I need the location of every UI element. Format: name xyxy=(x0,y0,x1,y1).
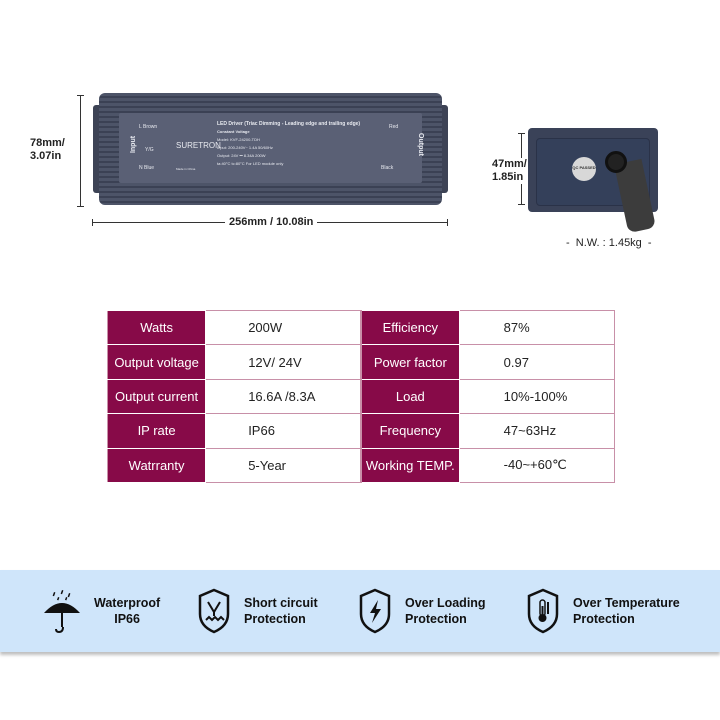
feature-line1: Short circuit xyxy=(244,596,318,610)
height-dimension-line xyxy=(77,95,84,207)
input-rating: Input: 200-240V~ 1.4A 50/60Hz xyxy=(217,145,273,150)
spec-label: Output voltage xyxy=(106,344,207,380)
made-in-label: Made in China xyxy=(176,167,196,171)
depth-dimension-label: 47mm/ 1.85in xyxy=(492,158,527,184)
driver-side-view-image: QC PASSED xyxy=(528,128,658,234)
spec-value: 5-Year xyxy=(205,447,362,483)
spec-value: 200W xyxy=(205,309,362,346)
feature-line2: Protection xyxy=(573,612,635,626)
length-dimension-label: 256mm / 10.08in xyxy=(225,216,318,229)
spec-value: 16.6A /8.3A xyxy=(205,378,362,415)
driver-label-plate: L Brown Input Y/G N Blue SURETRON Made i… xyxy=(119,113,424,183)
spec-value: 87% xyxy=(458,309,616,346)
spec-label: Working TEMP. xyxy=(359,447,460,483)
spec-label: Output current xyxy=(106,378,207,415)
shield-short-circuit-icon xyxy=(198,588,230,634)
depth-mm: 47mm/ xyxy=(492,158,527,170)
spec-value: 10%-100% xyxy=(458,378,616,415)
ground-label: Y/G xyxy=(145,147,154,153)
model-text: Model: KVF-24200-TDH xyxy=(217,137,260,142)
height-in: 3.07in xyxy=(30,150,62,162)
wire-black-label: Black xyxy=(381,165,394,171)
input-side-label: Input xyxy=(130,135,138,154)
height-dimension-label: 78mm/ 3.07in xyxy=(30,137,65,163)
spec-label: IP rate xyxy=(106,413,207,449)
wire-red-label: Red xyxy=(389,124,399,130)
spec-label: Load xyxy=(359,378,460,415)
shield-thermometer-icon xyxy=(527,588,559,634)
spec-value: 0.97 xyxy=(458,344,616,380)
spec-label: Power factor xyxy=(359,344,460,380)
spec-label: Frequency xyxy=(359,413,460,449)
umbrella-rain-icon xyxy=(44,590,80,633)
feature-line1: Over Loading xyxy=(405,596,486,610)
brand-label: SURETRON xyxy=(176,141,221,150)
end-cap: QC PASSED xyxy=(536,138,656,234)
spec-value: 12V/ 24V xyxy=(205,344,362,380)
output-side-label: Output xyxy=(416,133,424,156)
led-driver-image: L Brown Input Y/G N Blue SURETRON Made i… xyxy=(93,93,448,205)
spec-label: Watts xyxy=(106,309,207,346)
feature-line2: Protection xyxy=(244,612,306,626)
wire-n-label: N Blue xyxy=(139,165,155,171)
temp-rating: ta:40°C tc:80°C For LED module only xyxy=(217,161,284,166)
height-mm: 78mm/ xyxy=(30,137,65,149)
depth-in: 1.85in xyxy=(492,171,524,183)
output-rating: Output: 24V ⎓ 8.34A 200W xyxy=(217,153,266,158)
spec-value: -40~+60℃ xyxy=(458,447,616,483)
spec-value: IP66 xyxy=(205,413,362,449)
spec-label: Watrranty xyxy=(106,447,207,483)
wire-l-label: L Brown xyxy=(139,124,158,130)
label-subtitle: Constant Voltage xyxy=(217,129,250,134)
spec-value: 47~63Hz xyxy=(458,413,616,449)
feature-line1: Over Temperature xyxy=(573,596,680,610)
feature-line1: Waterproof xyxy=(94,596,161,610)
cable-gland xyxy=(605,151,627,173)
label-title: LED Driver (Triac Dimming - Leading edge… xyxy=(217,121,361,127)
feature-line2: Protection xyxy=(405,612,467,626)
spec-label: Efficiency xyxy=(359,309,460,346)
shield-lightning-icon xyxy=(359,588,391,634)
driver-housing: L Brown Input Y/G N Blue SURETRON Made i… xyxy=(99,93,442,205)
feature-line2: IP66 xyxy=(114,612,140,626)
net-weight: - N.W. : 1.45kg - xyxy=(566,237,652,249)
qc-passed-sticker: QC PASSED xyxy=(572,157,596,181)
